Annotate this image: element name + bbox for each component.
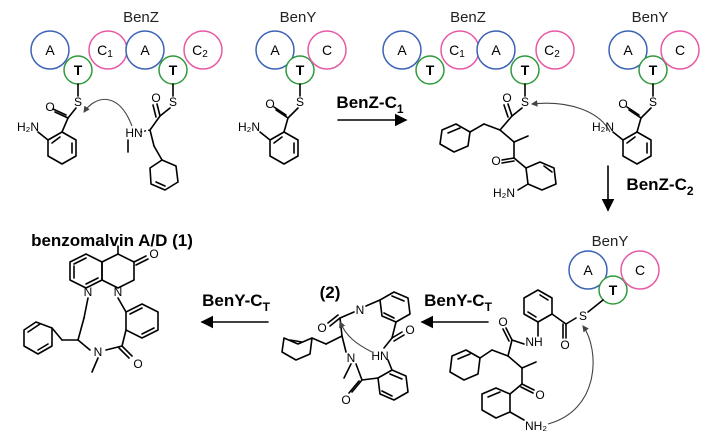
quinazoline-n-label: N	[84, 285, 93, 299]
beny-anthranilate: S O H₂N	[592, 83, 657, 165]
oxygen-atom: O	[502, 91, 511, 105]
sulfur-atom: S	[649, 95, 657, 109]
module-label-beny: BenY	[632, 9, 669, 26]
module-label-benz: BenZ	[450, 9, 486, 26]
oxygen-atom: O	[618, 97, 627, 111]
domain-t: T	[426, 62, 435, 78]
intermediate-label: (2)	[320, 283, 341, 302]
oxygen-atom: O	[317, 321, 326, 335]
domain-c2: C2	[192, 42, 208, 60]
oxygen-atom: O	[491, 154, 500, 168]
amine-label: NH₂	[525, 419, 547, 433]
domain-t: T	[296, 62, 305, 78]
oxygen-atom: O	[560, 338, 569, 352]
step-label-beny-ct: BenY-CT	[202, 291, 270, 314]
amide-n-label: N	[94, 345, 103, 359]
amine-label: H₂N	[238, 120, 260, 134]
benz-dipeptidyl-intermediate: S O O H₂N	[439, 83, 611, 200]
amine-n-label: N	[347, 351, 356, 365]
oxygen-atom: O	[151, 91, 160, 105]
domain-t: T	[169, 62, 178, 78]
sulfur-atom: S	[169, 95, 177, 109]
beny-domain-row: A T C	[255, 30, 347, 85]
benz-domain-row: A T C1 A T C2	[382, 30, 575, 85]
amine-label: H₂N	[592, 120, 614, 134]
oxygen-atom: O	[133, 357, 142, 371]
beny-tripeptidyl-intermediate: S O NH O O NH₂	[449, 289, 604, 433]
module-label-beny: BenY	[280, 9, 317, 26]
product-title: benzomalvin A/D (1)	[31, 231, 193, 250]
amine-label: H₂N	[493, 186, 515, 200]
beny-anthranilate: S O H₂N	[238, 83, 304, 165]
oxygen-atom: O	[341, 393, 350, 407]
domain-a: A	[45, 42, 55, 58]
quinazoline-n-label: N	[114, 285, 123, 299]
benzomalvin-structure: O N N O N	[23, 245, 159, 373]
domain-c: C	[322, 42, 332, 58]
domain-t: T	[609, 282, 618, 298]
step-label-benz-c2: BenZ-C2	[626, 175, 693, 198]
beny-domain-row: A T C	[608, 30, 700, 85]
amine-n-label: N	[356, 303, 365, 317]
sulfur-atom: S	[521, 95, 529, 109]
amine-label: H₂N	[17, 120, 39, 134]
sulfur-atom: S	[579, 309, 587, 323]
amide-nh-label: NH	[525, 335, 542, 349]
domain-c1: C1	[449, 42, 465, 60]
domain-t: T	[74, 62, 83, 78]
domain-t: T	[521, 62, 530, 78]
step-label-beny-ct: BenY-CT	[424, 291, 492, 314]
oxygen-atom: O	[149, 247, 158, 261]
amide-hn-label: HN	[371, 349, 388, 363]
step-label-benz-c1: BenZ-C1	[336, 93, 403, 116]
domain-a: A	[583, 262, 593, 278]
beny-domain-row: A T C	[568, 250, 660, 305]
macrocycle-intermediate: N O N O HN O	[281, 291, 415, 407]
amine-label: HN	[125, 126, 142, 140]
domain-a: A	[140, 42, 150, 58]
domain-c2: C2	[544, 42, 560, 60]
oxygen-atom: O	[265, 97, 274, 111]
oxygen-atom: O	[405, 323, 414, 337]
module-label-benz: BenZ	[123, 9, 159, 26]
oxygen-atom: O	[535, 388, 544, 402]
benz-domain-row: A T C1 A T C2	[30, 30, 223, 85]
domain-c: C	[635, 262, 645, 278]
domain-t: T	[649, 62, 658, 78]
sulfur-atom: S	[296, 95, 304, 109]
oxygen-atom: O	[45, 100, 54, 114]
module-label-beny: BenY	[592, 233, 629, 250]
sulfur-atom: S	[74, 95, 82, 109]
domain-a: A	[623, 42, 633, 58]
domain-a: A	[270, 42, 280, 58]
domain-c1: C1	[97, 42, 113, 60]
benz-substrates: S O H₂N S O HN	[17, 83, 179, 191]
domain-a: A	[491, 42, 501, 58]
domain-a: A	[397, 42, 407, 58]
oxygen-atom: O	[498, 315, 507, 329]
domain-c: C	[675, 42, 685, 58]
